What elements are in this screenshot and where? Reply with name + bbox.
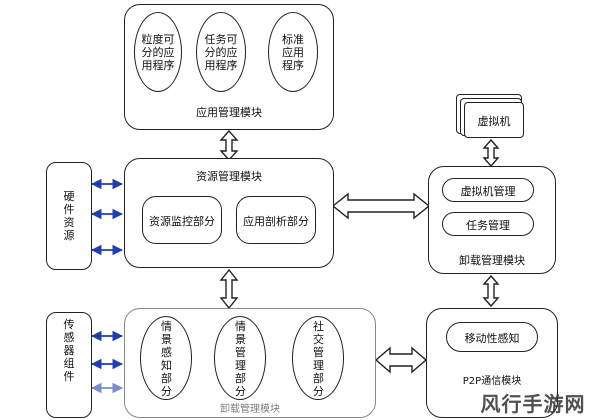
double-arrow-bottom-p2p bbox=[374, 346, 428, 374]
p2p-module-title: P2P通信模块 bbox=[462, 376, 522, 387]
vm-label: 虚拟机 bbox=[477, 115, 511, 128]
app-module-title: 应用管理模块 bbox=[196, 106, 262, 119]
resource-module-title: 资源管理模块 bbox=[196, 170, 262, 183]
app-ellipse-standard-text: 标准应用程序 bbox=[282, 32, 304, 72]
resource-monitor-part bbox=[142, 196, 222, 244]
double-arrow-app-resource bbox=[219, 129, 239, 162]
social-management-ellipse bbox=[292, 316, 344, 400]
sensor-blue-arrows bbox=[90, 330, 124, 394]
hardware-blue-arrows bbox=[90, 178, 124, 256]
vm-management-label: 虚拟机管理 bbox=[460, 185, 516, 198]
vm-box bbox=[464, 102, 524, 138]
double-arrow-resource-offload bbox=[331, 192, 431, 220]
app-profiling-part bbox=[236, 196, 316, 244]
offload-module-title: 卸载管理模块 bbox=[459, 254, 525, 267]
bottom-module-title: 卸载管理模块 bbox=[220, 404, 280, 415]
app-ellipse-granular-text: 粒度可分的应用程序 bbox=[141, 32, 175, 72]
context-aware-text: 情景感知部分 bbox=[161, 320, 172, 398]
resource-monitor-label: 资源监控部分 bbox=[149, 215, 215, 228]
mobility-awareness-item bbox=[446, 322, 538, 352]
context-aware-ellipse bbox=[140, 316, 192, 400]
double-arrow-resource-bottom bbox=[219, 268, 239, 310]
mobility-awareness-label: 移动性感知 bbox=[464, 332, 520, 345]
app-ellipse-granular bbox=[134, 12, 182, 92]
watermark-text: 风行手游网 bbox=[480, 392, 586, 416]
hardware-resources-box bbox=[46, 162, 92, 270]
task-management-item bbox=[442, 212, 534, 236]
app-ellipse-task-text: 任务可分的应用程序 bbox=[204, 32, 238, 72]
double-arrow-offload-p2p bbox=[482, 274, 500, 308]
context-management-ellipse bbox=[214, 316, 266, 400]
task-management-label: 任务管理 bbox=[466, 219, 510, 232]
social-management-text: 社交管理部分 bbox=[313, 320, 324, 398]
app-profiling-label: 应用剖析部分 bbox=[243, 215, 309, 228]
app-ellipse-task bbox=[196, 12, 246, 92]
context-management-text: 情景管理部分 bbox=[235, 320, 246, 398]
vm-management-item bbox=[442, 178, 534, 202]
hardware-resources-label: 硬件资源 bbox=[63, 190, 75, 242]
double-arrow-vm-offload bbox=[482, 138, 500, 168]
sensor-components-box bbox=[46, 312, 92, 418]
app-ellipse-standard bbox=[268, 12, 318, 92]
sensor-components-label: 传感器组件 bbox=[63, 318, 75, 383]
